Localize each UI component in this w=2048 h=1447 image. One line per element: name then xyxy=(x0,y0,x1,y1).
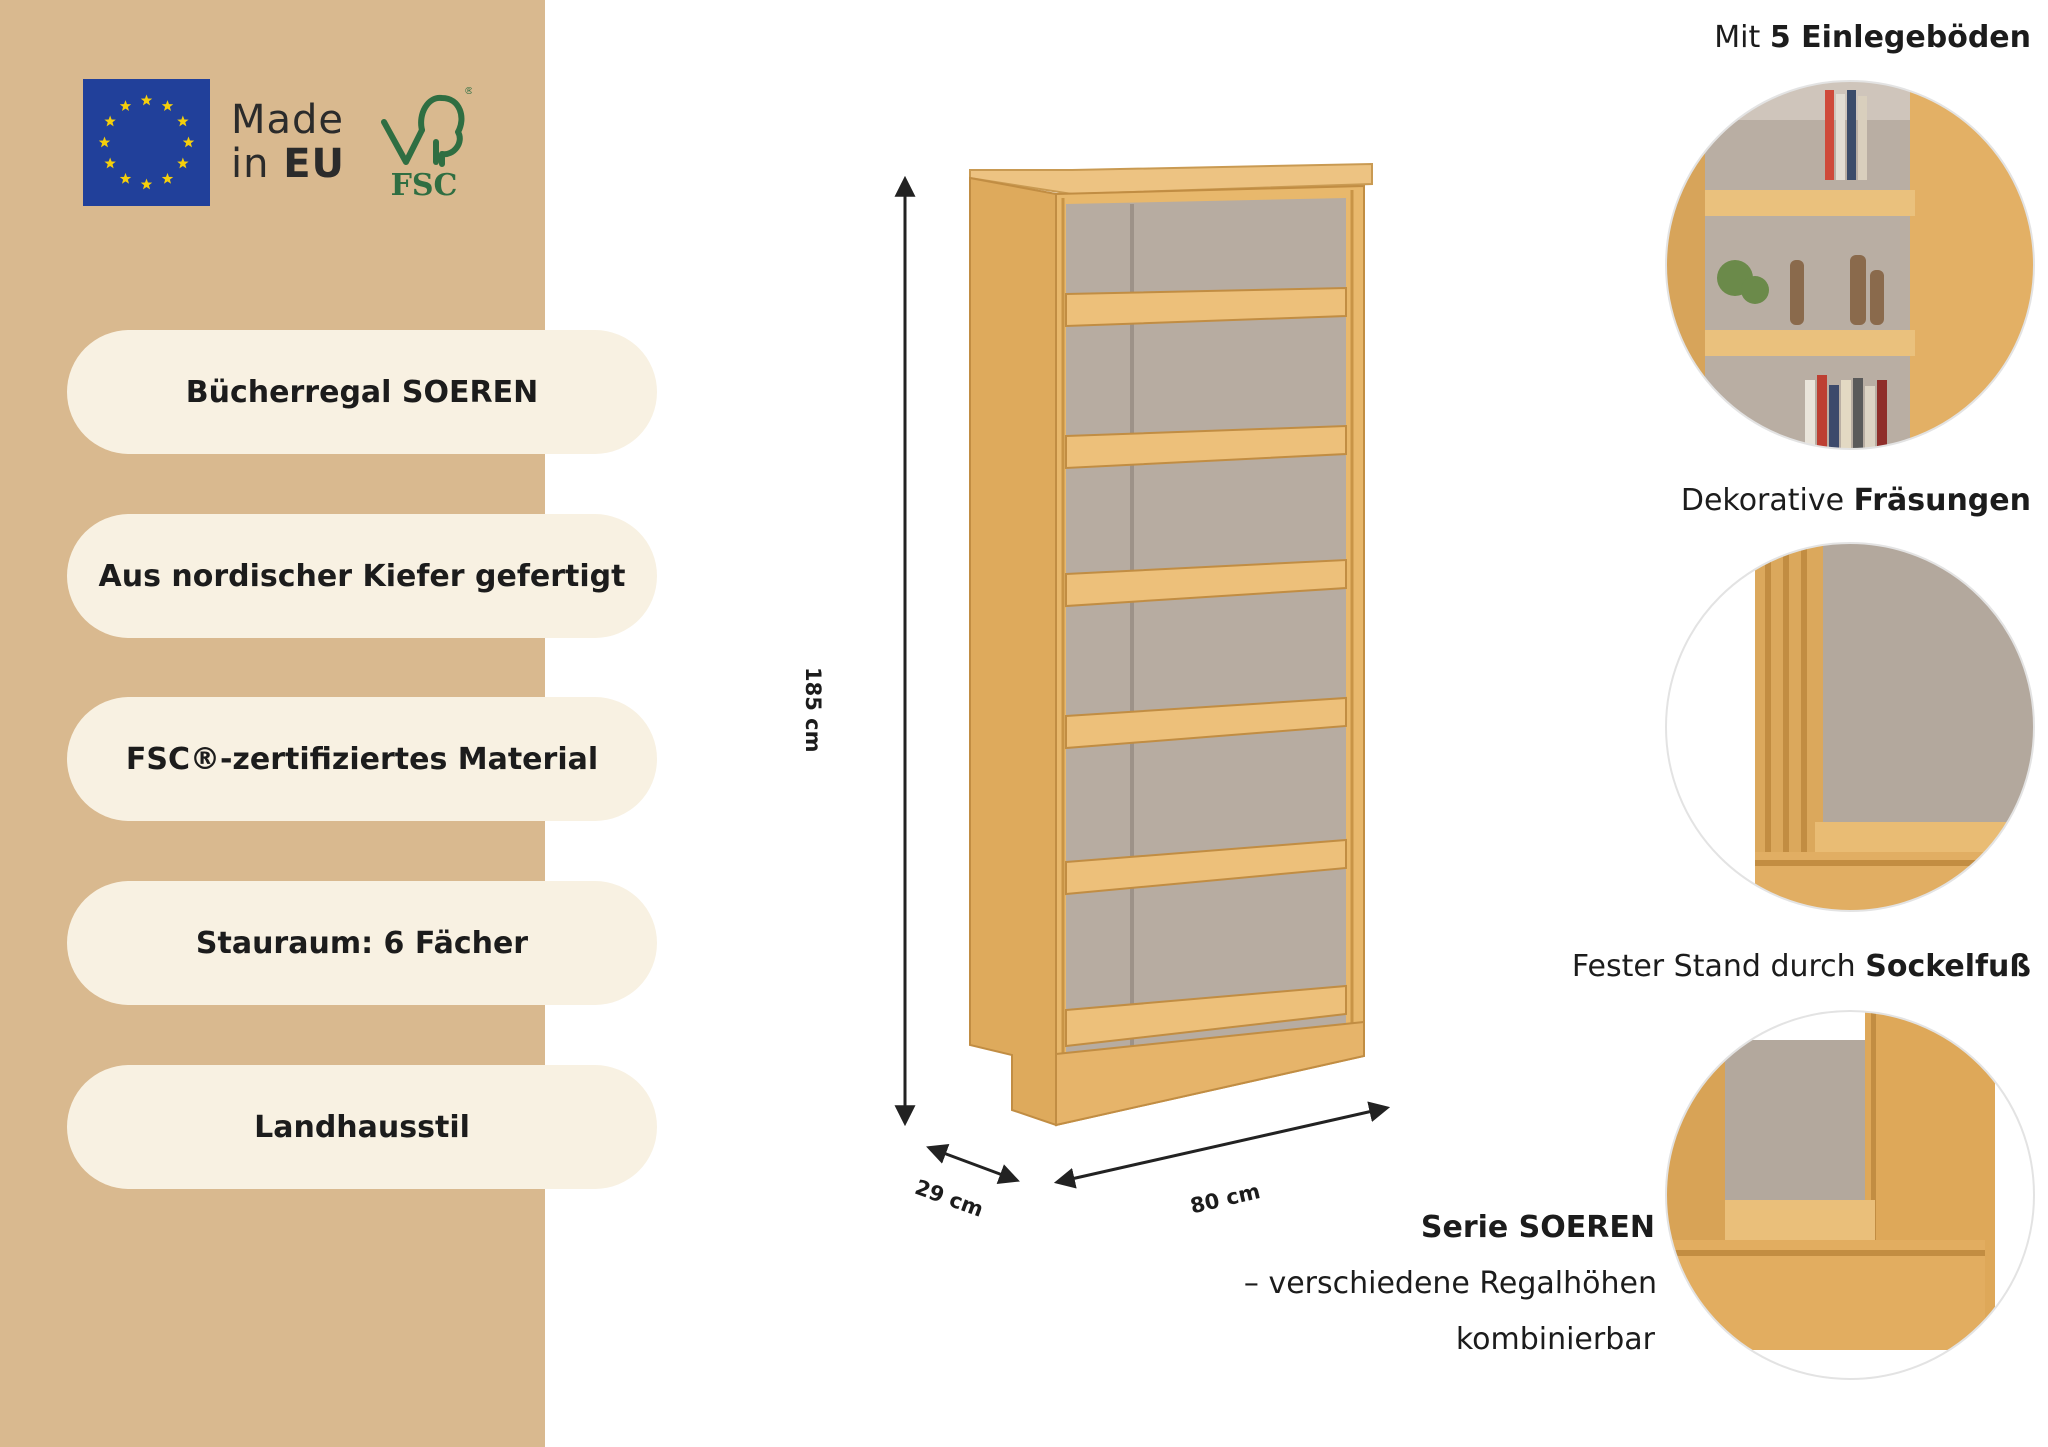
detail-circle-milling xyxy=(1665,542,2035,912)
feature-pill-storage: Stauraum: 6 Fächer xyxy=(67,881,657,1005)
dimension-arrows xyxy=(894,175,1391,1189)
eu-star-icon xyxy=(182,136,195,148)
caption-bold: 5 Einlegeböden xyxy=(1769,20,2031,55)
feature-pill-material: Aus nordischer Kiefer gefertigt xyxy=(67,514,657,638)
eu-star-icon xyxy=(177,115,189,127)
serie-block: Serie SOEREN – verschiedene Regalhöhen k… xyxy=(1220,1210,1657,1380)
eu-star-icon xyxy=(119,100,132,111)
eu-star-icon xyxy=(161,172,174,184)
eu-star-icon xyxy=(98,136,111,148)
eu-flag-icon xyxy=(83,79,210,206)
made-in-line2: in EU xyxy=(231,142,345,186)
eu-star-icon xyxy=(140,94,153,106)
fsc-logo-icon: ® FSC xyxy=(381,86,472,200)
caption-base: Fester Stand durch Sockelfuß xyxy=(1572,949,2031,984)
eu-star-icon xyxy=(104,115,116,127)
made-in-eu-bold: EU xyxy=(283,141,345,187)
caption-prefix: Mit xyxy=(1714,20,1770,55)
feature-pill-style: Landhausstil xyxy=(67,1065,657,1189)
feature-label: FSC®-zertifiziertes Material xyxy=(125,741,599,777)
feature-label: Bücherregal SOEREN xyxy=(185,374,539,410)
feature-label: Landhausstil xyxy=(254,1109,470,1145)
caption-prefix: Dekorative xyxy=(1680,483,1854,518)
made-in-line1: Made xyxy=(231,97,345,143)
made-in-prefix: in xyxy=(231,141,284,187)
feature-label: Stauraum: 6 Fächer xyxy=(195,925,529,961)
eu-star-icon xyxy=(140,178,153,190)
eu-star-icon xyxy=(119,172,132,184)
feature-pill-certification: FSC®-zertifiziertes Material xyxy=(67,697,657,821)
detail-circle-base xyxy=(1665,1010,2035,1380)
made-in-eu-badge: Made in EU xyxy=(231,98,345,186)
bookcase-illustration xyxy=(969,162,1373,1127)
serie-line2: kombinierbar xyxy=(1455,1322,1655,1357)
eu-star-icon xyxy=(104,157,116,169)
feature-pill-name: Bücherregal SOEREN xyxy=(67,330,657,454)
width-arrow xyxy=(1053,1101,1391,1189)
feature-label: Aus nordischer Kiefer gefertigt xyxy=(98,558,626,594)
caption-shelves: Mit 5 Einlegeböden xyxy=(1714,20,2031,55)
eu-star-icon xyxy=(177,157,189,169)
detail-circle-shelves xyxy=(1665,80,2035,450)
caption-milling: Dekorative Fräsungen xyxy=(1681,483,2031,518)
caption-bold: Fräsungen xyxy=(1853,483,2031,518)
fsc-registered-mark: ® xyxy=(464,86,472,97)
caption-bold: Sockelfuß xyxy=(1865,949,2031,984)
fsc-logo-text: FSC xyxy=(391,168,458,200)
serie-title: Serie SOEREN xyxy=(1420,1210,1655,1245)
serie-line1: – verschiedene Regalhöhen xyxy=(1243,1266,1657,1301)
height-label: 185 cm xyxy=(801,667,825,753)
caption-prefix: Fester Stand durch xyxy=(1571,949,1866,984)
depth-arrow xyxy=(926,1144,1020,1184)
eu-star-icon xyxy=(161,100,174,111)
